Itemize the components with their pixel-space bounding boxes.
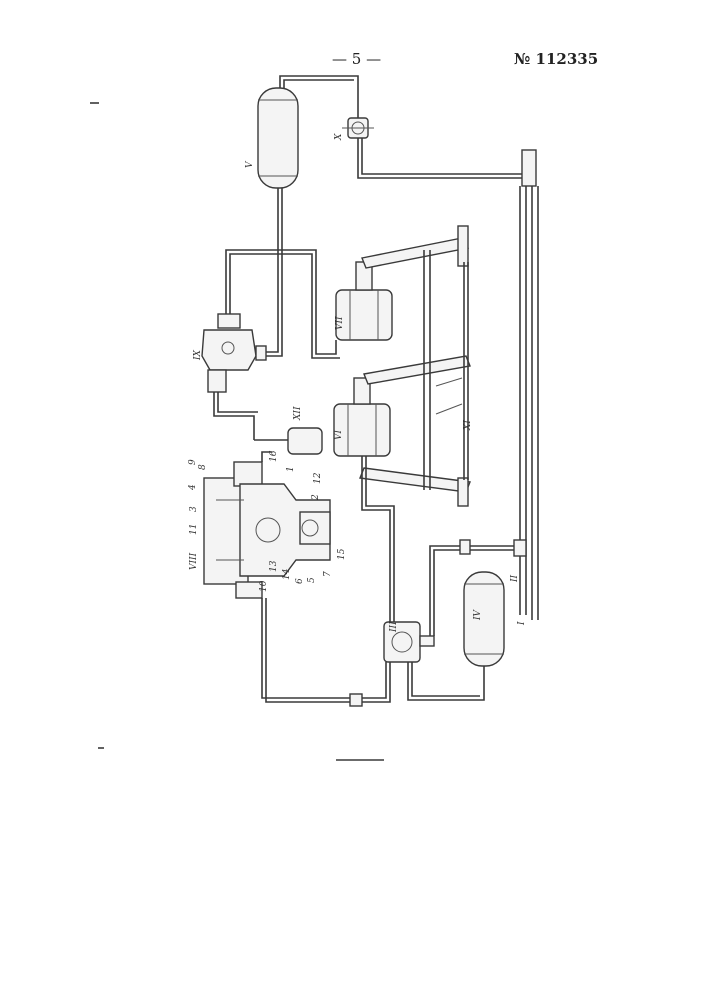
label-ix: IX [193,349,203,361]
label-10: 10 [259,580,269,592]
label-x: X [334,133,344,141]
reservoir-v [258,88,298,188]
pipe-iii-to-distributor-inner [262,598,386,698]
relay-valve-ix [202,314,266,392]
pipe-x-to-main-inner [362,138,528,174]
label-13: 13 [269,560,279,572]
brake-cylinder-vi [334,378,390,456]
pipe-iii-to-distributor [266,598,390,702]
label-3: 3 [189,506,199,512]
label-v: V [245,160,255,168]
label-1: 1 [286,466,296,472]
label-ii: II [510,574,520,583]
pipe-v-to-x-inner [284,80,354,88]
pipe-iii-to-iv [408,662,484,700]
label-xi: XI [463,420,473,431]
label-4: 4 [188,484,198,491]
coupling-lower [350,694,362,706]
label-vi: VI [334,430,344,440]
label-14: 14 [282,568,292,580]
label-12: 12 [313,472,323,484]
reservoir-xii [288,428,322,454]
label-2: 2 [311,494,321,501]
label-5: 5 [307,577,317,583]
pipe-x-to-main [358,138,528,178]
label-11: 11 [189,524,199,535]
label-xii: XII [293,406,303,421]
label-9: 9 [188,459,198,465]
brake-rigging-xi [360,226,470,506]
label-viii: VIII [189,552,199,570]
pipe-ix-to-distributor [214,392,254,440]
pipe-v-to-ix-inner [266,188,282,356]
coupling-upper [460,540,470,554]
pipe-iii-to-iv-inner [412,662,480,696]
label-7: 7 [323,571,333,577]
label-16: 16 [269,450,279,462]
pipe-v-to-ix [266,188,278,352]
air-distributor [204,452,330,598]
label-iii: III [389,621,399,633]
label-iv: IV [473,608,483,621]
label-i: I [517,621,527,626]
label-15: 15 [337,548,347,560]
label-vii: VII [335,316,345,330]
reservoir-iv [464,572,504,666]
label-8: 8 [198,464,208,470]
valve-x [342,118,374,138]
coupling-main [514,540,526,556]
pipe-ix-to-distributor-inner [218,392,258,412]
label-6: 6 [295,578,305,584]
